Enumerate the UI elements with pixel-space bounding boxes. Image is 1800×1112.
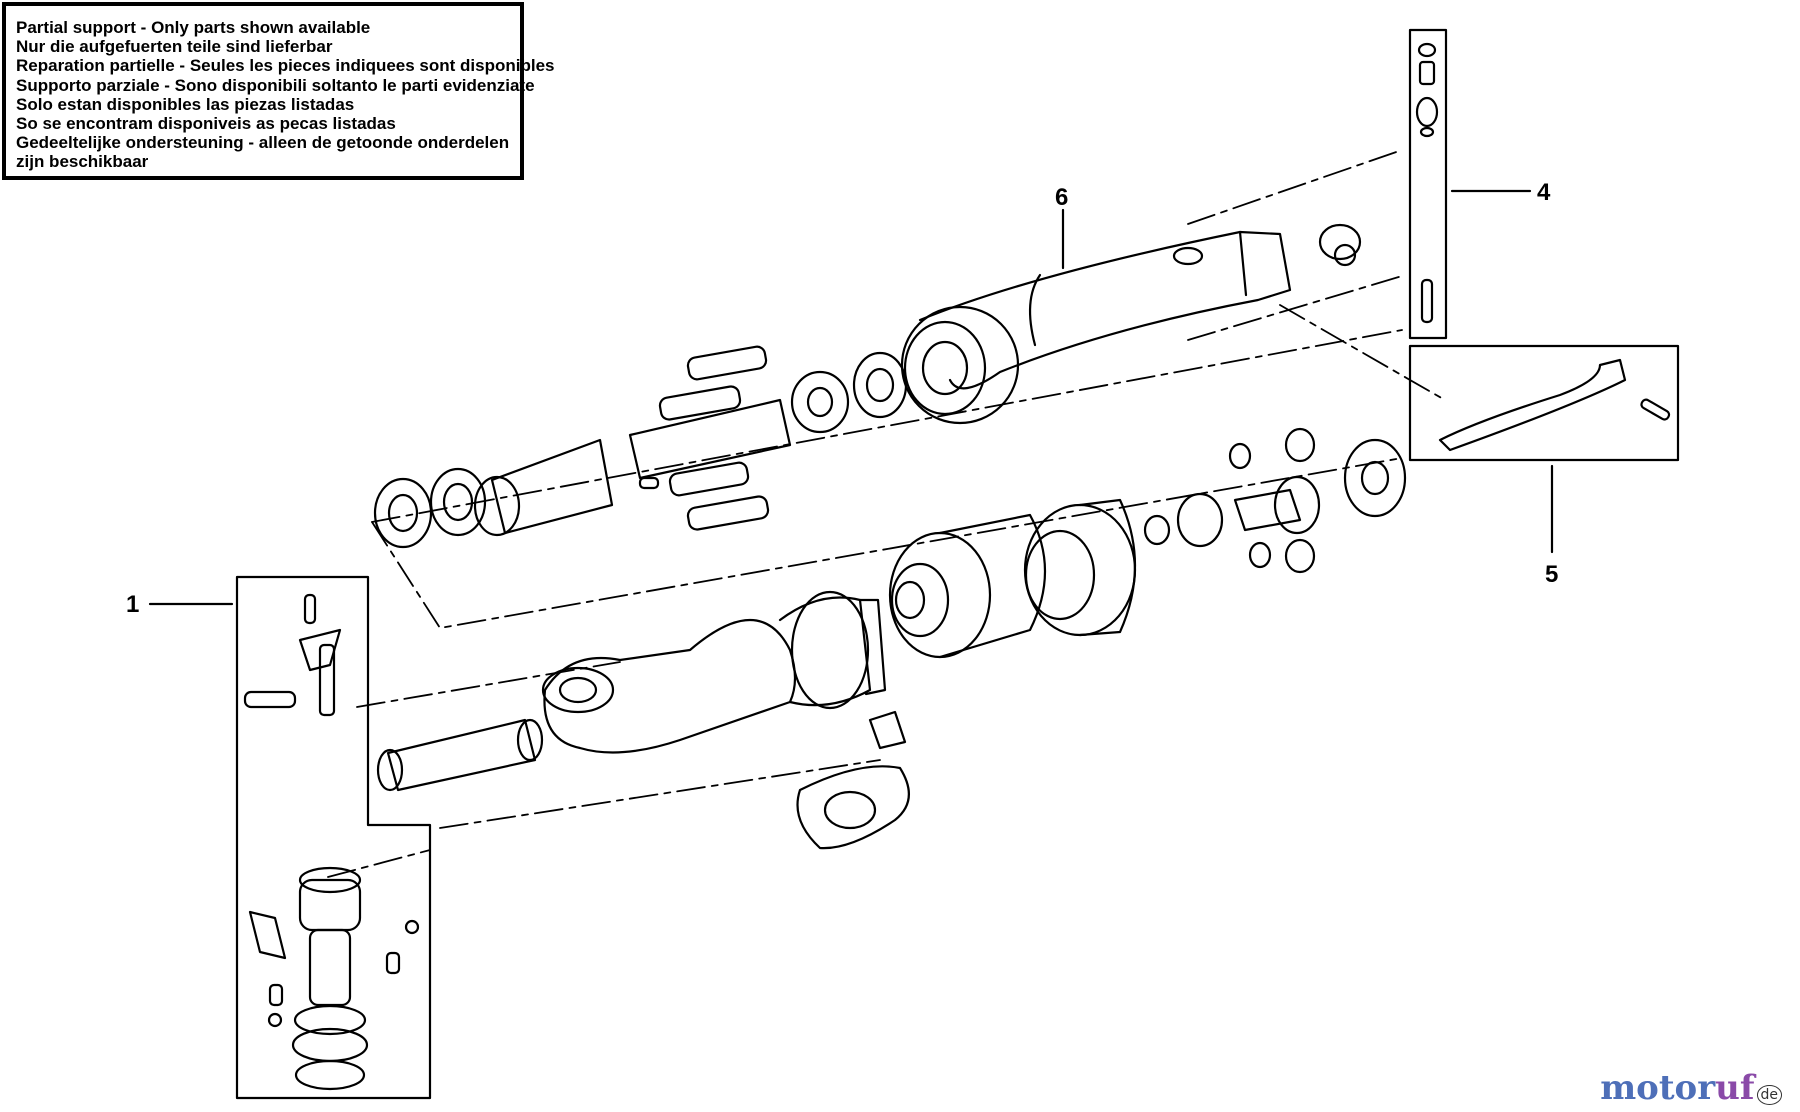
guide-pawl xyxy=(327,849,431,878)
callout-6: 6 xyxy=(1055,184,1068,211)
reverse-valve-parts xyxy=(1415,42,1439,324)
clutch-rings xyxy=(888,492,1224,659)
guide-upper xyxy=(1187,149,1403,225)
notice-line: Partial support - Only parts shown avail… xyxy=(16,18,371,37)
group-box-4 xyxy=(1408,28,1448,340)
notice-line: Gedeeltelijke ondersteuning - alleen de … xyxy=(16,133,510,153)
notice-line: zijn beschikbaar xyxy=(16,152,149,172)
group-box-5 xyxy=(1408,344,1680,462)
notice-line: Nur die aufgefuerten teile sind lieferba… xyxy=(16,37,333,57)
notice-line: Supporto parziale - Sono disponibili sol… xyxy=(16,75,535,95)
callout-4: 4 xyxy=(1537,179,1551,206)
upper-parts xyxy=(373,345,908,549)
guide-spine xyxy=(371,329,1403,523)
watermark-text-1: motor xyxy=(1600,1068,1716,1108)
guide-rear xyxy=(1279,304,1446,401)
guide-lower-frame xyxy=(371,457,1403,629)
watermark-text-2: uf xyxy=(1715,1068,1755,1108)
guide-ratchet xyxy=(356,661,621,708)
motor-housing xyxy=(900,230,1292,425)
drive-ring xyxy=(796,710,910,850)
throttle-lever xyxy=(1438,358,1671,452)
callout-5: 5 xyxy=(1545,561,1558,588)
partial-support-notice: Partial support - Only parts shown avail… xyxy=(2,2,555,180)
callout-1: 1 xyxy=(126,591,139,618)
notice-line: Reparation partielle - Seules les pieces… xyxy=(16,56,555,76)
pawl-assembly xyxy=(243,593,420,1091)
notice-line: Solo estan disponibles las piezas listad… xyxy=(16,94,355,114)
watermark-tld: de xyxy=(1756,1085,1782,1105)
notice-line: So se encontram disponiveis as pecas lis… xyxy=(16,114,396,134)
guide-anvil xyxy=(439,759,881,829)
group-box-1-outline xyxy=(235,575,432,1100)
ratchet-body xyxy=(541,590,887,754)
guide-upper-2 xyxy=(1187,275,1403,341)
planetary-gears xyxy=(1228,223,1407,574)
anvil-shaft xyxy=(376,718,544,792)
